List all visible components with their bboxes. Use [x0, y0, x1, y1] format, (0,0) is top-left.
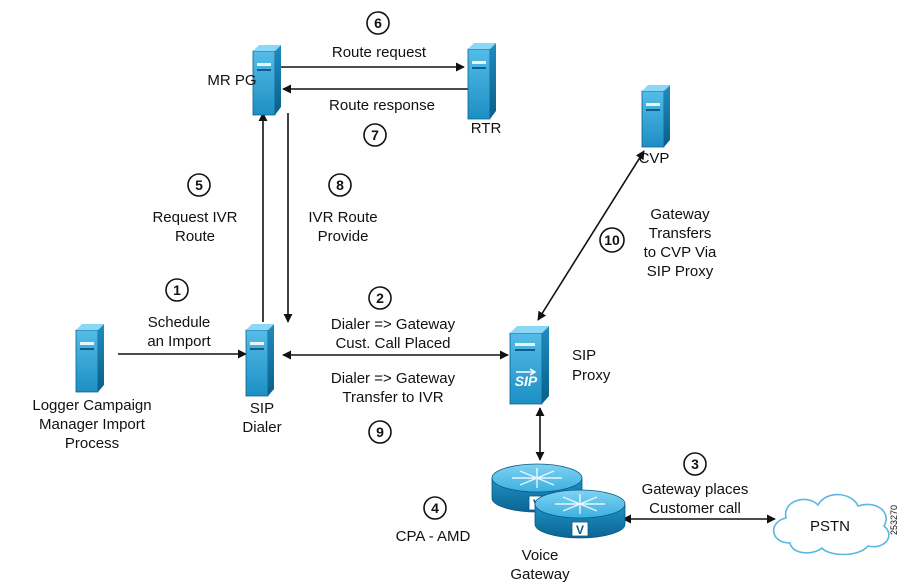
- step-9: 9 Dialer => Gateway Transfer to IVR: [331, 370, 456, 444]
- step-1-number: 1: [173, 282, 181, 298]
- sip-proxy-server-icon: SIP: [509, 326, 549, 405]
- step-6-number: 6: [374, 15, 382, 31]
- step-10-label-line-4: SIP Proxy: [647, 263, 714, 280]
- logger-label-line-2: Manager Import: [39, 416, 146, 433]
- step-1-label-line-2: an Import: [147, 333, 211, 350]
- figure-id: 253270: [889, 505, 899, 535]
- step-10-label-line-1: Gateway: [650, 206, 710, 223]
- step-5: 5 Request IVR Route: [152, 173, 238, 245]
- connectors: [118, 62, 776, 524]
- step-2: 2 Dialer => Gateway Cust. Call Placed: [331, 286, 456, 352]
- sip-proxy-label: SIP Proxy: [572, 347, 611, 384]
- rtr-label: RTR: [471, 120, 502, 137]
- pstn-label: PSTN: [810, 518, 850, 535]
- step-9-label-line-1: Dialer => Gateway: [331, 370, 456, 387]
- step-7: 7 Route response: [329, 97, 435, 147]
- logger-label: Logger Campaign Manager Import Process: [32, 397, 151, 452]
- step-1: 1 Schedule an Import: [147, 278, 212, 350]
- sip-proxy-label-line-2: Proxy: [572, 367, 611, 384]
- step-1-label-line-1: Schedule: [148, 314, 211, 331]
- rtr-server-icon: [467, 43, 496, 120]
- router-2-mark: V: [576, 523, 584, 537]
- step-4-number: 4: [431, 500, 439, 516]
- proxy-cvp-arrow: [537, 150, 645, 321]
- sip-dialer-label: SIP Dialer: [242, 400, 281, 436]
- step-8: 8 IVR Route Provide: [308, 173, 378, 245]
- logger-server-icon: [75, 324, 104, 393]
- step-5-label-line-1: Request IVR: [152, 209, 237, 226]
- cvp-server-icon: [641, 85, 670, 148]
- step-8-number: 8: [336, 177, 344, 193]
- voice-gateway-label-line-2: Gateway: [510, 566, 570, 583]
- step-8-label-line-1: IVR Route: [308, 209, 377, 226]
- logger-label-line-1: Logger Campaign: [32, 397, 151, 414]
- sip-dialer-server-icon: [245, 324, 274, 397]
- step-7-number: 7: [371, 127, 379, 143]
- mr-pg-label: MR PG: [207, 72, 256, 89]
- step-4-label-line-1: CPA - AMD: [396, 528, 471, 545]
- step-10-label-line-2: Transfers: [649, 225, 712, 242]
- step-3-label-line-1: Gateway places: [642, 481, 749, 498]
- step-3-label-line-2: Customer call: [649, 500, 741, 517]
- cvp-label: CVP: [639, 150, 670, 167]
- step-7-label-line-1: Route response: [329, 97, 435, 114]
- step-2-label-line-1: Dialer => Gateway: [331, 316, 456, 333]
- step-9-number: 9: [376, 424, 384, 440]
- voice-gateway-label-line-1: Voice: [522, 547, 559, 564]
- sip-dialer-label-line-2: Dialer: [242, 419, 281, 436]
- step-9-label-line-2: Transfer to IVR: [342, 389, 443, 406]
- mr-pg-server-icon: [252, 45, 281, 116]
- sip-proxy-icon-text: SIP: [515, 373, 538, 389]
- step-10-number: 10: [604, 232, 620, 248]
- logger-label-line-3: Process: [65, 435, 119, 452]
- step-8-label-line-2: Provide: [318, 228, 369, 245]
- step-2-number: 2: [376, 290, 384, 306]
- step-5-number: 5: [195, 177, 203, 193]
- voice-gateway-router-2-icon: V: [534, 489, 626, 539]
- sip-dialer-label-line-1: SIP: [250, 400, 274, 417]
- step-6: 6 Route request: [332, 11, 427, 61]
- step-5-label-line-2: Route: [175, 228, 215, 245]
- step-3-number: 3: [691, 456, 699, 472]
- step-6-label-line-1: Route request: [332, 44, 427, 61]
- voice-gateway-label: Voice Gateway: [510, 547, 570, 583]
- step-2-label-line-2: Cust. Call Placed: [335, 335, 450, 352]
- step-10-label-line-3: to CVP Via: [644, 244, 717, 261]
- pstn-cloud-icon: PSTN: [772, 493, 890, 556]
- step-4: 4 CPA - AMD: [396, 496, 471, 545]
- sip-proxy-label-line-1: SIP: [572, 347, 596, 364]
- step-10: 10 Gateway Transfers to CVP Via SIP Prox…: [599, 206, 717, 280]
- step-3: 3 Gateway places Customer call: [642, 452, 749, 517]
